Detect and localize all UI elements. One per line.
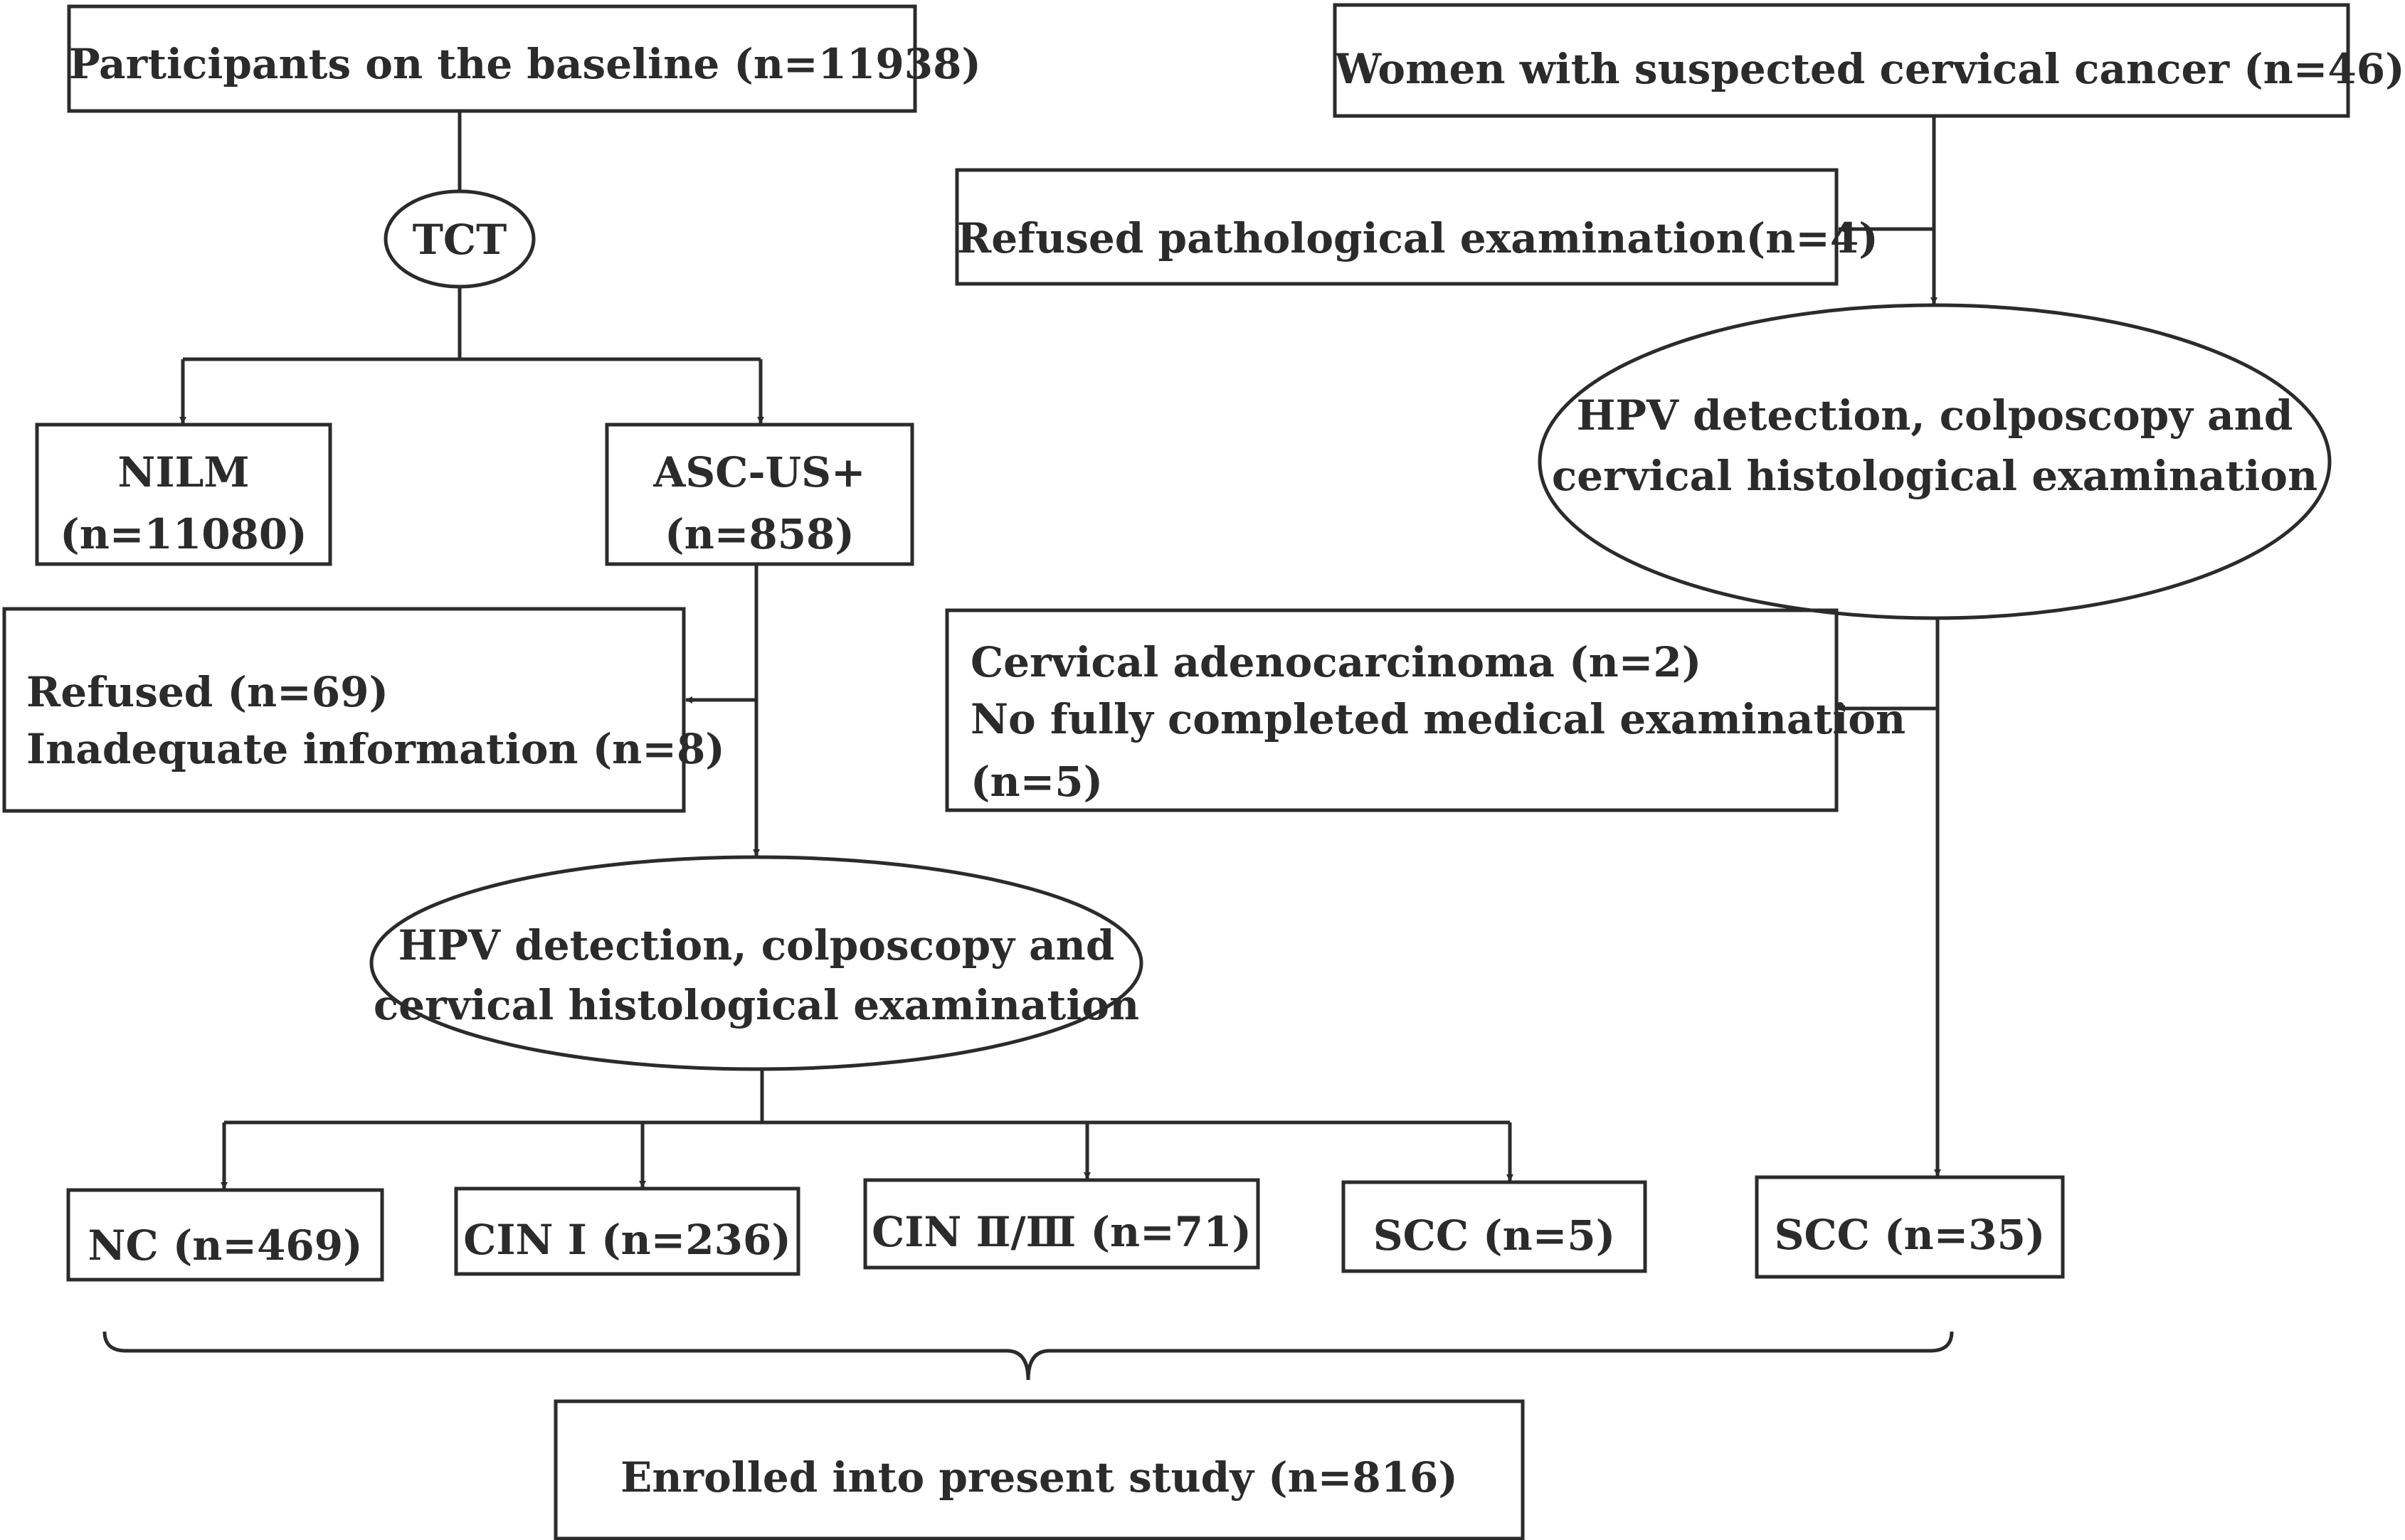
left-excluded-line1: Refused (n=69) <box>26 668 388 716</box>
right-excluded-box <box>945 608 1839 812</box>
left-excluded-line2: Inadequate information (n=8) <box>26 725 725 773</box>
right-excluded-line3: (n=5) <box>971 758 1104 806</box>
cin1-box <box>454 1186 800 1276</box>
right-exam-line2: cervical histological examination <box>1551 452 2318 500</box>
nilm-label-line2: (n=11080) <box>60 510 307 558</box>
ascus-box <box>605 423 914 566</box>
scc35-box <box>1755 1175 2065 1279</box>
enrolled-box <box>554 1399 1525 1540</box>
refused-path-box <box>955 168 1839 286</box>
left-excluded-box <box>2 607 686 813</box>
women-label: Women with suspected cervical cancer (n=… <box>1335 45 2405 93</box>
tct-label: TCT <box>412 216 507 264</box>
left-exam-line2: cervical histological examination <box>373 981 1140 1029</box>
right-excluded-line2: No fully completed medical examination <box>971 695 1906 743</box>
nc-box <box>66 1188 384 1282</box>
left-exam-line1: HPV detection, colposcopy and <box>398 921 1115 970</box>
cin23-box <box>863 1178 1260 1270</box>
women-box <box>1333 3 2350 118</box>
scc5-label: SCC (n=5) <box>1373 1211 1616 1260</box>
right-exam-line1: HPV detection, colposcopy and <box>1576 391 2293 440</box>
enrolled-label: Enrolled into present study (n=816) <box>620 1453 1458 1502</box>
cin23-label: CIN Ⅱ/Ⅲ (n=71) <box>872 1208 1252 1256</box>
refused-path-label: Refused pathological examination(n=4) <box>957 214 1878 262</box>
right-excluded-line1: Cervical adenocarcinoma (n=2) <box>971 638 1702 686</box>
scc35-label: SCC (n=35) <box>1774 1211 2046 1259</box>
nilm-label-line1: NILM <box>117 448 250 496</box>
ascus-label-line1: ASC-US+ <box>653 448 866 496</box>
ascus-label-line2: (n=858) <box>665 510 855 558</box>
participants-box <box>67 4 917 113</box>
right-exam-ellipse <box>1538 303 2332 620</box>
nilm-box <box>35 423 332 566</box>
participants-label: Participants on the baseline (n=11938) <box>69 40 981 88</box>
scc5-box <box>1341 1180 1647 1273</box>
cin1-label: CIN Ⅰ (n=236) <box>463 1216 791 1264</box>
left-exam-ellipse <box>369 855 1143 1071</box>
enrolled-brace <box>102 1331 1954 1381</box>
nc-label: NC (n=469) <box>88 1221 363 1270</box>
